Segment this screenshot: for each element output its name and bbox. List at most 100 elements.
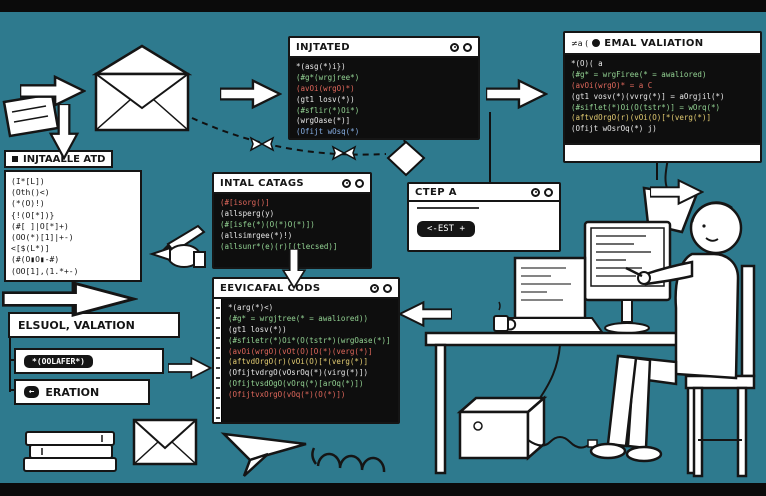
box-pill-label: *(OOLAFER*)	[14, 348, 164, 374]
window-titlebar: INTAL CATAGS	[214, 174, 370, 194]
window-control-icon[interactable]	[355, 178, 364, 188]
code-line: (#sflir(*)Oi*)	[296, 105, 360, 115]
code-line: (allsimrgee(*)!)	[220, 230, 293, 240]
code-line: (#g* = wrgjtree(* = awaliored))	[228, 313, 368, 323]
person	[589, 201, 743, 463]
left-code-list-panel: (I*[L]) (Oth()<) (*(O)!) {!(O[*])} (#[ ]…	[4, 170, 142, 282]
code-line: (#[isorg()]	[220, 198, 270, 207]
header-note: ≠a (	[571, 38, 589, 48]
record-dot-icon	[592, 39, 601, 47]
window-control-icon[interactable]	[531, 187, 540, 197]
code-line: (wrgOase(*)]	[296, 116, 351, 126]
window-control-icon[interactable]	[463, 42, 472, 52]
code-line: (avOi(wrgO)* = a C	[571, 80, 653, 90]
ribbon-icon	[249, 136, 275, 152]
code-line: (Ofijt wOsq(*)	[296, 127, 360, 137]
list-line: {!(O[*])}	[11, 210, 55, 220]
box-eration: ← ERATION	[14, 379, 150, 405]
bottom-props	[23, 418, 386, 477]
floor-box	[456, 395, 598, 461]
window-controls	[531, 187, 553, 197]
list-line: (OO[1],(1.*+-)	[11, 266, 79, 276]
arrow-right-icon	[220, 78, 282, 110]
window-titlebar: ≠a ( EMAL VALIATION	[565, 33, 760, 55]
code-line: (gt1 vosv(*)(vvrg(*)] = aOrgjil(*)	[571, 91, 725, 101]
arrow-down-icon	[281, 249, 307, 289]
code-line: (#siflet(*)Oi(O(tstr*)] = wOrq(*)	[571, 102, 721, 112]
window-controls	[450, 42, 472, 52]
arrow-left-icon	[398, 300, 452, 328]
list-line: (#[ ]|O[*]+)	[11, 221, 69, 231]
bullet-square-icon	[12, 156, 18, 162]
desk-scene-illustration	[424, 158, 756, 478]
code-line: (aftvdOrgO(r)(vOi(O)[*(verg(*)]	[571, 113, 711, 123]
text-stub-line	[417, 207, 479, 209]
window-body: <-EST +	[409, 202, 559, 250]
laptop	[496, 256, 604, 333]
bottom-border-bar	[0, 483, 766, 496]
envelope-icon	[132, 418, 198, 466]
code-line: (#g*(wrgjree*)	[296, 72, 360, 82]
code-line: (#[isfe(*)(O(*)O(*)])	[220, 219, 315, 229]
desk-cable	[539, 344, 561, 399]
window-titlebar: CTEP A	[409, 184, 559, 202]
window-title: EMAL VALIATION	[604, 37, 704, 49]
list-line: (OO(*)[1]|+-)	[11, 232, 74, 242]
window-initated: INJTATED *(asg(*)i}) (#g*(wrgjree*) (avO…	[288, 36, 480, 140]
window-title: INJTATED	[296, 41, 350, 53]
code-line: (avOi(wrgO)(vOt(O)[O(*)(verg(*)]	[228, 346, 373, 356]
arrow-right-icon	[20, 74, 86, 108]
code-line: (#sfiletr(*)Oi*(O(tstr*)(wrgOase(*)]	[228, 335, 391, 345]
window-control-icon[interactable]	[544, 187, 553, 197]
window-control-icon[interactable]	[450, 42, 459, 52]
window-control-icon[interactable]	[383, 283, 392, 293]
window-control-icon[interactable]	[342, 178, 351, 188]
decision-diamond-icon	[386, 140, 426, 177]
window-footer-bar	[565, 143, 760, 161]
envelope-icon	[92, 44, 192, 132]
back-arrow-icon[interactable]: ←	[24, 386, 40, 398]
window-title: CTEP A	[415, 186, 457, 198]
window-control-icon[interactable]	[370, 283, 379, 293]
code-line: *(asg(*)i})	[296, 62, 346, 71]
est-button[interactable]: <-EST +	[417, 221, 475, 237]
window-eevicafal-cods: EEVICAFAL CODS *(arg(*)<) (#g* = wrgjtre…	[212, 277, 400, 424]
cable-coil-icon	[311, 447, 386, 473]
arrow-right-icon	[2, 280, 138, 318]
window-controls	[342, 178, 364, 188]
window-title: INTAL CATAGS	[220, 177, 305, 189]
banner-text: ELSUOL, VALATION	[18, 318, 135, 332]
code-line: (#g* = wrgFiree(* = awaliored)	[571, 69, 707, 79]
code-area: *(asg(*)i}) (#g*(wrgjree*) (avOi(wrgO)*)…	[290, 58, 478, 138]
list-line: (*(O)!)	[11, 199, 45, 209]
code-line: *(O)( a	[571, 59, 603, 68]
list-line: (Oth()<)	[11, 188, 50, 198]
eration-label: ERATION	[45, 385, 100, 399]
code-line: (Ofijt wOsrOq(*) j)	[571, 124, 657, 134]
banner-elsuol-valation: ELSUOL, VALATION	[8, 312, 180, 338]
hand-pen-icon	[148, 224, 206, 268]
window-title: EEVICAFAL CODS	[220, 282, 321, 294]
list-line: <[$(L*)]	[11, 244, 50, 254]
paper-plane-icon	[220, 432, 307, 477]
line-number-gutter	[214, 299, 222, 422]
books-icon	[23, 431, 117, 472]
code-area: *(arg(*)<) (#g* = wrgjtree(* = awaliored…	[214, 299, 398, 422]
code-line: (gt1 losv(*))	[228, 324, 287, 334]
arrow-right-icon	[168, 356, 212, 380]
window-titlebar: INJTATED	[290, 38, 478, 58]
window-email-validation: ≠a ( EMAL VALIATION *(O)( a (#g* = wrgFi…	[563, 31, 762, 163]
code-line: (allsperg(y)	[220, 208, 275, 218]
arrow-right-icon	[650, 178, 704, 206]
dark-pill-label: *(OOLAFER*)	[24, 354, 93, 368]
code-area: *(O)( a (#g* = wrgFiree(* = awaliored) (…	[565, 55, 760, 143]
code-line: (gt1 losv(*))	[296, 94, 355, 104]
window-ctep-a: CTEP A <-EST +	[407, 182, 561, 252]
arrow-right-icon	[486, 78, 548, 110]
window-controls	[370, 283, 392, 293]
code-line: (OfijtvxOrgO(vOq(*)(O(*)])	[228, 390, 346, 399]
code-line: (aftvdOrgO(r)(vOi(O)[*(verg(*)]	[228, 357, 368, 367]
code-line: (allsunr*(e)(r)[(tlecsed)]	[220, 241, 338, 251]
code-line: (avOi(wrgO)*)	[296, 83, 355, 93]
window-titlebar: EEVICAFAL CODS	[214, 279, 398, 299]
